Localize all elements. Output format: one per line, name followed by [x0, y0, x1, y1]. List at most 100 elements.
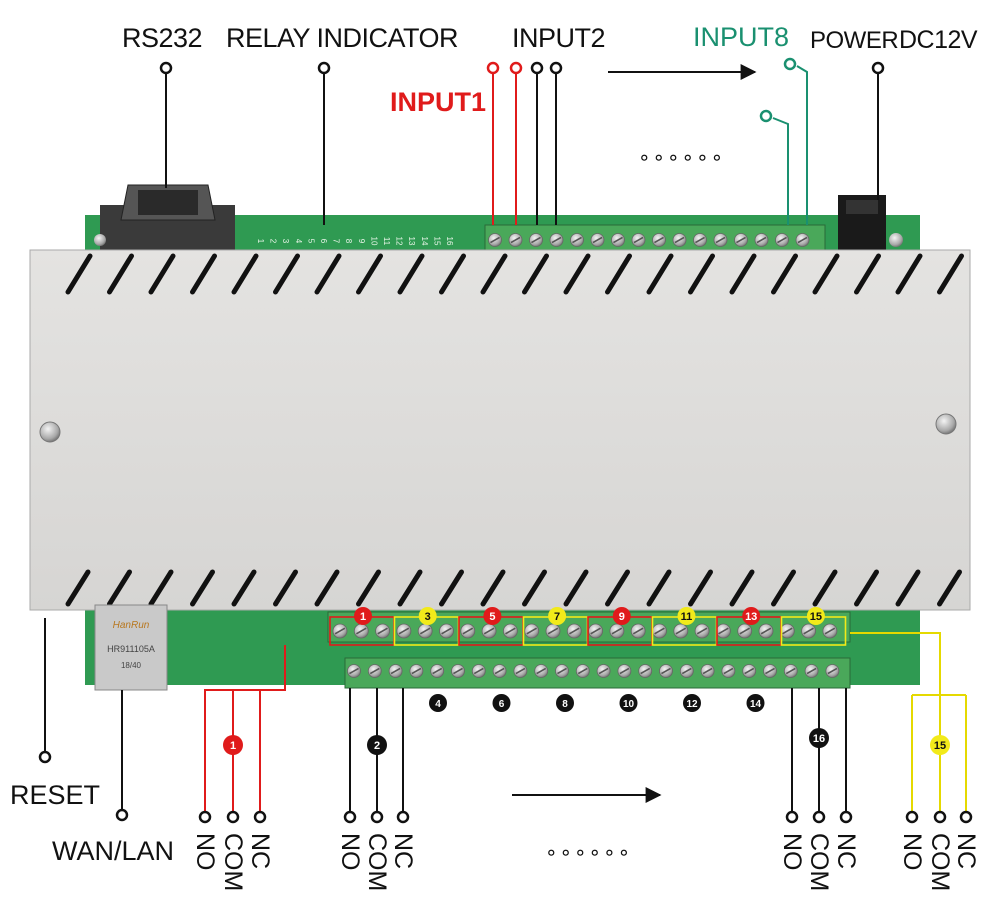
terminal-screw [754, 233, 769, 247]
leader-line [796, 65, 808, 225]
terminal-screw [409, 664, 424, 678]
terminal-screw [524, 623, 540, 639]
connection-point [343, 810, 357, 824]
vent-slot [937, 253, 964, 295]
output-badge: 2 [367, 735, 387, 755]
terminal-screw [713, 233, 728, 247]
vent-slot [688, 253, 715, 295]
pin-label-com: COM [805, 833, 833, 892]
terminal-screw [534, 664, 549, 678]
leader-line [772, 117, 789, 225]
svg-text:11: 11 [681, 611, 693, 623]
vent-slot [729, 569, 755, 607]
relay-badge-odd: 3 [418, 607, 437, 625]
terminal-screw [742, 664, 757, 678]
terminal-screw [679, 664, 694, 678]
terminal-screw [388, 664, 403, 678]
pin-label-nc: NC [832, 833, 860, 870]
terminal-screw [375, 623, 391, 639]
connection-point [115, 808, 129, 822]
relay-badge-odd: 11 [677, 607, 696, 625]
terminal-screw [825, 664, 840, 678]
relay-indicator-number: 13 [407, 237, 416, 246]
terminal-screw [631, 233, 646, 247]
pin-label-nc: NC [389, 833, 417, 870]
vent-slot [314, 253, 342, 295]
vent-slot [522, 569, 547, 607]
relay-indicator-number: 7 [332, 239, 341, 244]
connection-point [549, 61, 563, 75]
vent-slot [937, 569, 962, 607]
pin-label-nc: NC [952, 833, 980, 870]
relay-badge-odd: 7 [548, 607, 567, 625]
jack-model: HR911105A [107, 644, 155, 654]
vent-slot [439, 569, 464, 607]
vent-slot [729, 253, 757, 295]
terminal-screw [775, 233, 789, 247]
relay-indicator-number: 3 [281, 239, 290, 244]
vent-slot [273, 569, 298, 607]
terminal-screw [555, 664, 569, 678]
relay-indicator-number: 2 [269, 239, 278, 244]
pin-label-com: COM [363, 833, 391, 892]
terminal-screw [672, 233, 687, 247]
connection-point [509, 61, 523, 75]
terminal-screw [801, 623, 816, 639]
vent-slot [107, 253, 134, 295]
terminal-screw [492, 664, 507, 678]
terminal-screw [822, 623, 838, 639]
connection-point [198, 810, 212, 824]
relay-badge-even: 10 [619, 694, 638, 712]
terminal-screw [471, 664, 486, 678]
pin-label-com: COM [926, 833, 954, 892]
vent-slot [563, 569, 589, 607]
output-badge: 1 [223, 735, 243, 755]
terminal-screw [734, 233, 748, 247]
relay-terminal-block-lower [344, 657, 851, 689]
terminal-screw [588, 623, 603, 639]
enclosure-screw [39, 421, 61, 443]
vent-slot [646, 569, 672, 607]
input8-label: INPUT8 [693, 22, 790, 52]
jack-brand: HanRun [113, 620, 150, 631]
rs232-connector [100, 184, 235, 255]
svg-text:5: 5 [489, 611, 495, 623]
connection-point [370, 810, 384, 824]
reset-label: RESET [10, 780, 101, 810]
vent-slot [605, 253, 632, 295]
vent-slot [771, 569, 796, 607]
svg-text:12: 12 [686, 699, 698, 710]
relay-badge-odd: 15 [806, 607, 825, 625]
svg-text:4: 4 [435, 699, 441, 710]
relay-badge-odd: 13 [742, 607, 761, 625]
terminal-screw [439, 623, 454, 639]
connection-point [159, 61, 173, 75]
vent-slot [522, 253, 549, 295]
terminal-screw [795, 233, 810, 247]
vent-slot [812, 569, 838, 607]
vent-slot [605, 569, 630, 607]
relay-indicator-number: 14 [420, 237, 429, 246]
svg-text:1: 1 [230, 740, 236, 752]
terminal-screw [638, 664, 653, 678]
connection-point [486, 61, 500, 75]
terminal-screw [545, 623, 561, 639]
terminal-screw [396, 623, 412, 639]
vent-slot [231, 569, 257, 607]
terminal-screw [451, 664, 465, 678]
pin-label-no: NO [898, 833, 926, 871]
connection-point [785, 810, 799, 824]
terminal-screw [367, 664, 382, 678]
terminal-screw [460, 623, 476, 639]
vent-slot [688, 569, 713, 607]
terminal-screw [508, 233, 523, 247]
pin-label-no: NO [336, 833, 364, 871]
vent-slot [107, 569, 132, 607]
connection-point [38, 750, 52, 764]
connection-point [759, 109, 773, 123]
vent-slot [190, 569, 215, 607]
svg-text:8: 8 [562, 699, 568, 710]
connection-point [959, 810, 973, 824]
vent-slot [439, 253, 466, 295]
